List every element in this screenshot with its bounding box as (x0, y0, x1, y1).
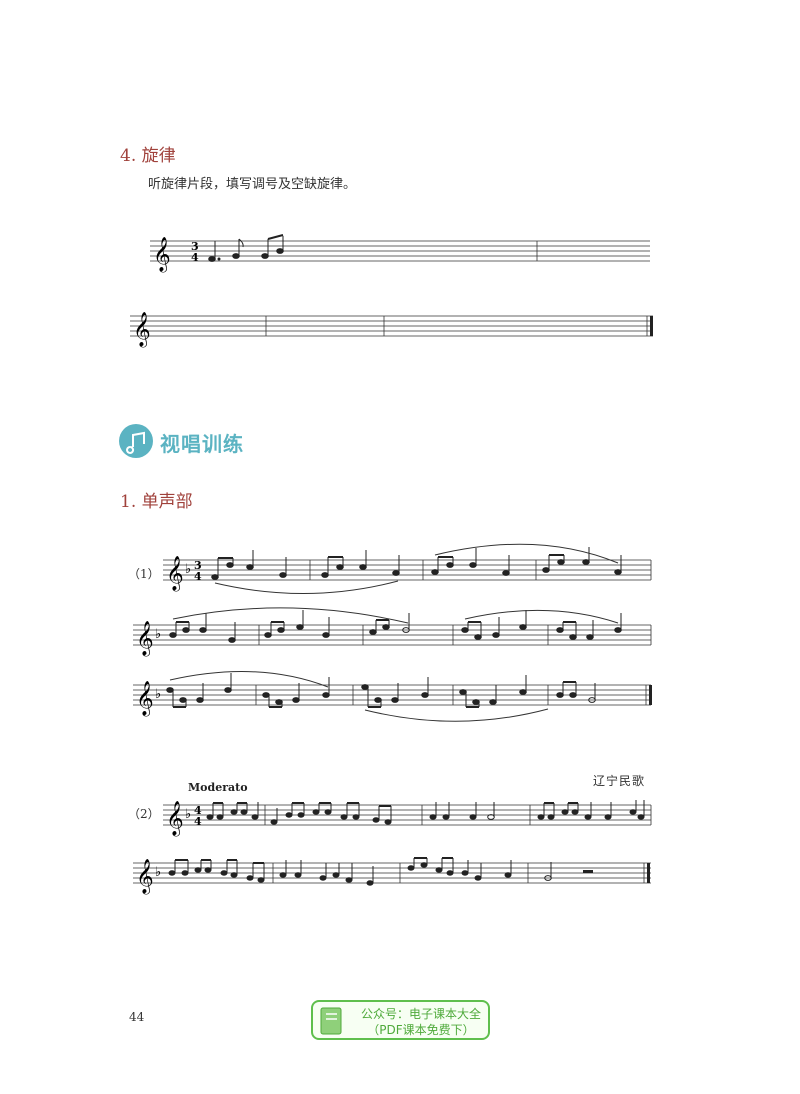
ex2-time-bottom: 4 (194, 815, 202, 828)
flat-key-sig-icon: ♭ (185, 562, 191, 577)
ex2-staff-2: 𝄞 ♭ (133, 857, 651, 895)
slur-marks (169, 671, 549, 722)
ex2-staff-1: 𝄞 ♭ 4 4 (163, 800, 652, 837)
page-number: 44 (129, 1010, 145, 1024)
tempo-marking: Moderato (188, 781, 248, 794)
melody-notes (208, 234, 284, 262)
ex1-staff-2: 𝄞 ♭ (133, 607, 652, 657)
section-title-single-voice: 1. 单声部 (120, 492, 193, 512)
exercise-number-2: （2） (128, 807, 160, 821)
watermark-badge: 公众号：电子课本大全 （PDF课本免费下） (311, 1000, 490, 1040)
exercise-number-1: （1） (128, 567, 160, 581)
treble-clef-icon: 𝄞 (136, 681, 154, 717)
music-note-badge-icon (119, 424, 153, 458)
treble-clef-icon: 𝄞 (166, 801, 184, 837)
ex1-time-top: 3 (194, 559, 202, 572)
song-origin: 辽宁民歌 (593, 774, 646, 788)
book-icon (320, 1007, 342, 1035)
flat-key-sig-icon: ♭ (155, 865, 161, 880)
watermark-line-1: 公众号：电子课本大全 (360, 1007, 481, 1021)
slur-marks (214, 543, 619, 594)
flat-key-sig-icon: ♭ (185, 807, 191, 822)
slur-marks (172, 607, 619, 624)
ex2-time-top: 4 (194, 804, 202, 817)
sight-singing-banner: 视唱训练 (160, 432, 244, 456)
ex1-time-bottom: 4 (194, 570, 202, 583)
time-sig-bottom: 4 (191, 251, 199, 264)
flat-key-sig-icon: ♭ (155, 627, 161, 642)
melody-staff-2: 𝄞 (130, 312, 653, 348)
melody-instruction: 听旋律片段，填写调号及空缺旋律。 (148, 177, 357, 192)
section-title-melody: 4. 旋律 (120, 146, 176, 166)
treble-clef-icon: 𝄞 (166, 556, 184, 592)
ex1-staff-3: 𝄞 ♭ (133, 671, 652, 722)
watermark-line-2: （PDF课本免费下） (367, 1023, 475, 1037)
treble-clef-icon: 𝄞 (133, 312, 151, 348)
flat-key-sig-icon: ♭ (155, 687, 161, 702)
treble-clef-icon: 𝄞 (136, 621, 154, 657)
treble-clef-icon: 𝄞 (153, 237, 171, 273)
half-rest-icon (583, 870, 593, 873)
time-sig-top: 3 (191, 240, 199, 253)
melody-staff-1: 𝄞 3 4 (150, 234, 650, 273)
treble-clef-icon: 𝄞 (136, 859, 154, 895)
ex1-staff-1: 𝄞 ♭ 3 4 (163, 543, 652, 594)
